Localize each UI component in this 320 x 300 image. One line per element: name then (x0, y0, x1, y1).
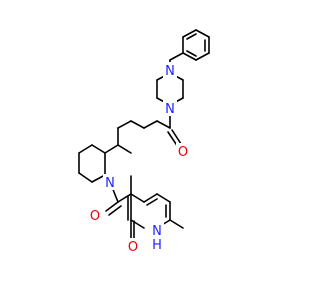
chain-bond-2 (143, 120, 158, 129)
benzyl-bond-1 (169, 52, 184, 61)
carbonyl-to-ring (117, 193, 132, 203)
piperidine-ring (78, 127, 132, 183)
atom-o-pyridone: O (126, 238, 140, 255)
chain-bond-4 (117, 120, 132, 129)
atom-n-piperidine: N (103, 174, 117, 191)
svg-text:N: N (152, 224, 162, 239)
chain-bond-3 (130, 120, 145, 129)
methyl-bond (169, 219, 184, 229)
atom-n-piperazine-bottom: N (163, 100, 177, 117)
amide-double-bond-a (105, 201, 119, 212)
svg-text:O: O (90, 209, 100, 224)
amide-double-bond-b (108, 205, 122, 216)
structure-svg: N N O N O O N H (78, 29, 210, 255)
atom-nh-pyridone: N H (150, 222, 164, 253)
svg-text:N: N (105, 176, 115, 191)
svg-text:H: H (152, 238, 162, 253)
benzene-ring (182, 29, 210, 61)
atom-o-ketone: O (176, 143, 190, 160)
svg-text:O: O (178, 145, 188, 160)
svg-text:N: N (165, 102, 175, 117)
atom-o-amide: O (88, 207, 102, 224)
svg-text:N: N (165, 64, 175, 79)
pyridone-ring (127, 175, 171, 229)
chain-bond-1 (156, 120, 171, 129)
svg-text:O: O (128, 240, 138, 255)
atom-n-piperazine-top: N (163, 62, 177, 79)
molecule-diagram: N N O N O O N H (78, 29, 210, 255)
